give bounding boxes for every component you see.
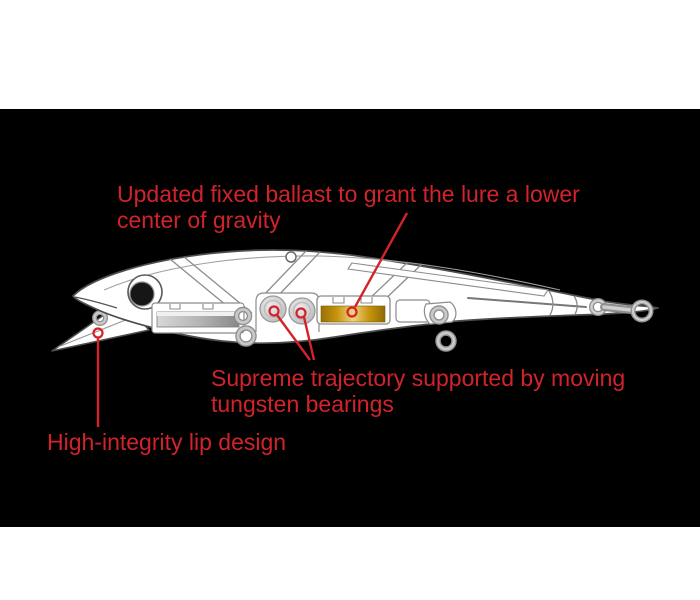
annotation-ballast: Updated fixed ballast to grant the lure … bbox=[117, 181, 580, 233]
lure-eye bbox=[127, 274, 163, 310]
callout-line-ballast bbox=[353, 212, 409, 308]
fixed-ballast-channel bbox=[316, 295, 391, 325]
callout-line-bearing-right bbox=[302, 316, 316, 361]
nose-eyelet bbox=[92, 310, 108, 326]
hook-hanger-front bbox=[233, 306, 257, 347]
callout-marker-bearing-right bbox=[295, 307, 307, 319]
callout-line-bearing-left bbox=[276, 314, 311, 361]
top-vent-hole bbox=[285, 251, 297, 263]
callout-marker-lip bbox=[92, 327, 104, 339]
annotation-bearings-line1: Supreme trajectory supported by moving bbox=[211, 365, 626, 391]
callouts bbox=[92, 212, 409, 427]
ballast-weight-gold bbox=[320, 305, 386, 323]
annotation-ballast-line2: center of gravity bbox=[117, 207, 281, 233]
annotation-bearings: Supreme trajectory supported by moving t… bbox=[211, 365, 625, 417]
hook-hanger-rear bbox=[423, 301, 457, 352]
callout-marker-ballast bbox=[346, 306, 358, 318]
annotation-lip: High-integrity lip design bbox=[47, 429, 286, 455]
tungsten-bearing-right bbox=[288, 297, 316, 325]
annotation-bearings-line2: tungsten bearings bbox=[211, 391, 394, 417]
tungsten-bearing-left bbox=[259, 295, 287, 323]
lure-illustration bbox=[51, 249, 659, 352]
annotation-lip-line1: High-integrity lip design bbox=[47, 429, 287, 455]
belly-ballast-chamber bbox=[151, 302, 245, 334]
tail-eyelet-assembly bbox=[589, 298, 654, 323]
callout-marker-bearing-left bbox=[268, 305, 280, 317]
annotation-ballast-line1: Updated fixed ballast to grant the lure … bbox=[117, 181, 580, 207]
